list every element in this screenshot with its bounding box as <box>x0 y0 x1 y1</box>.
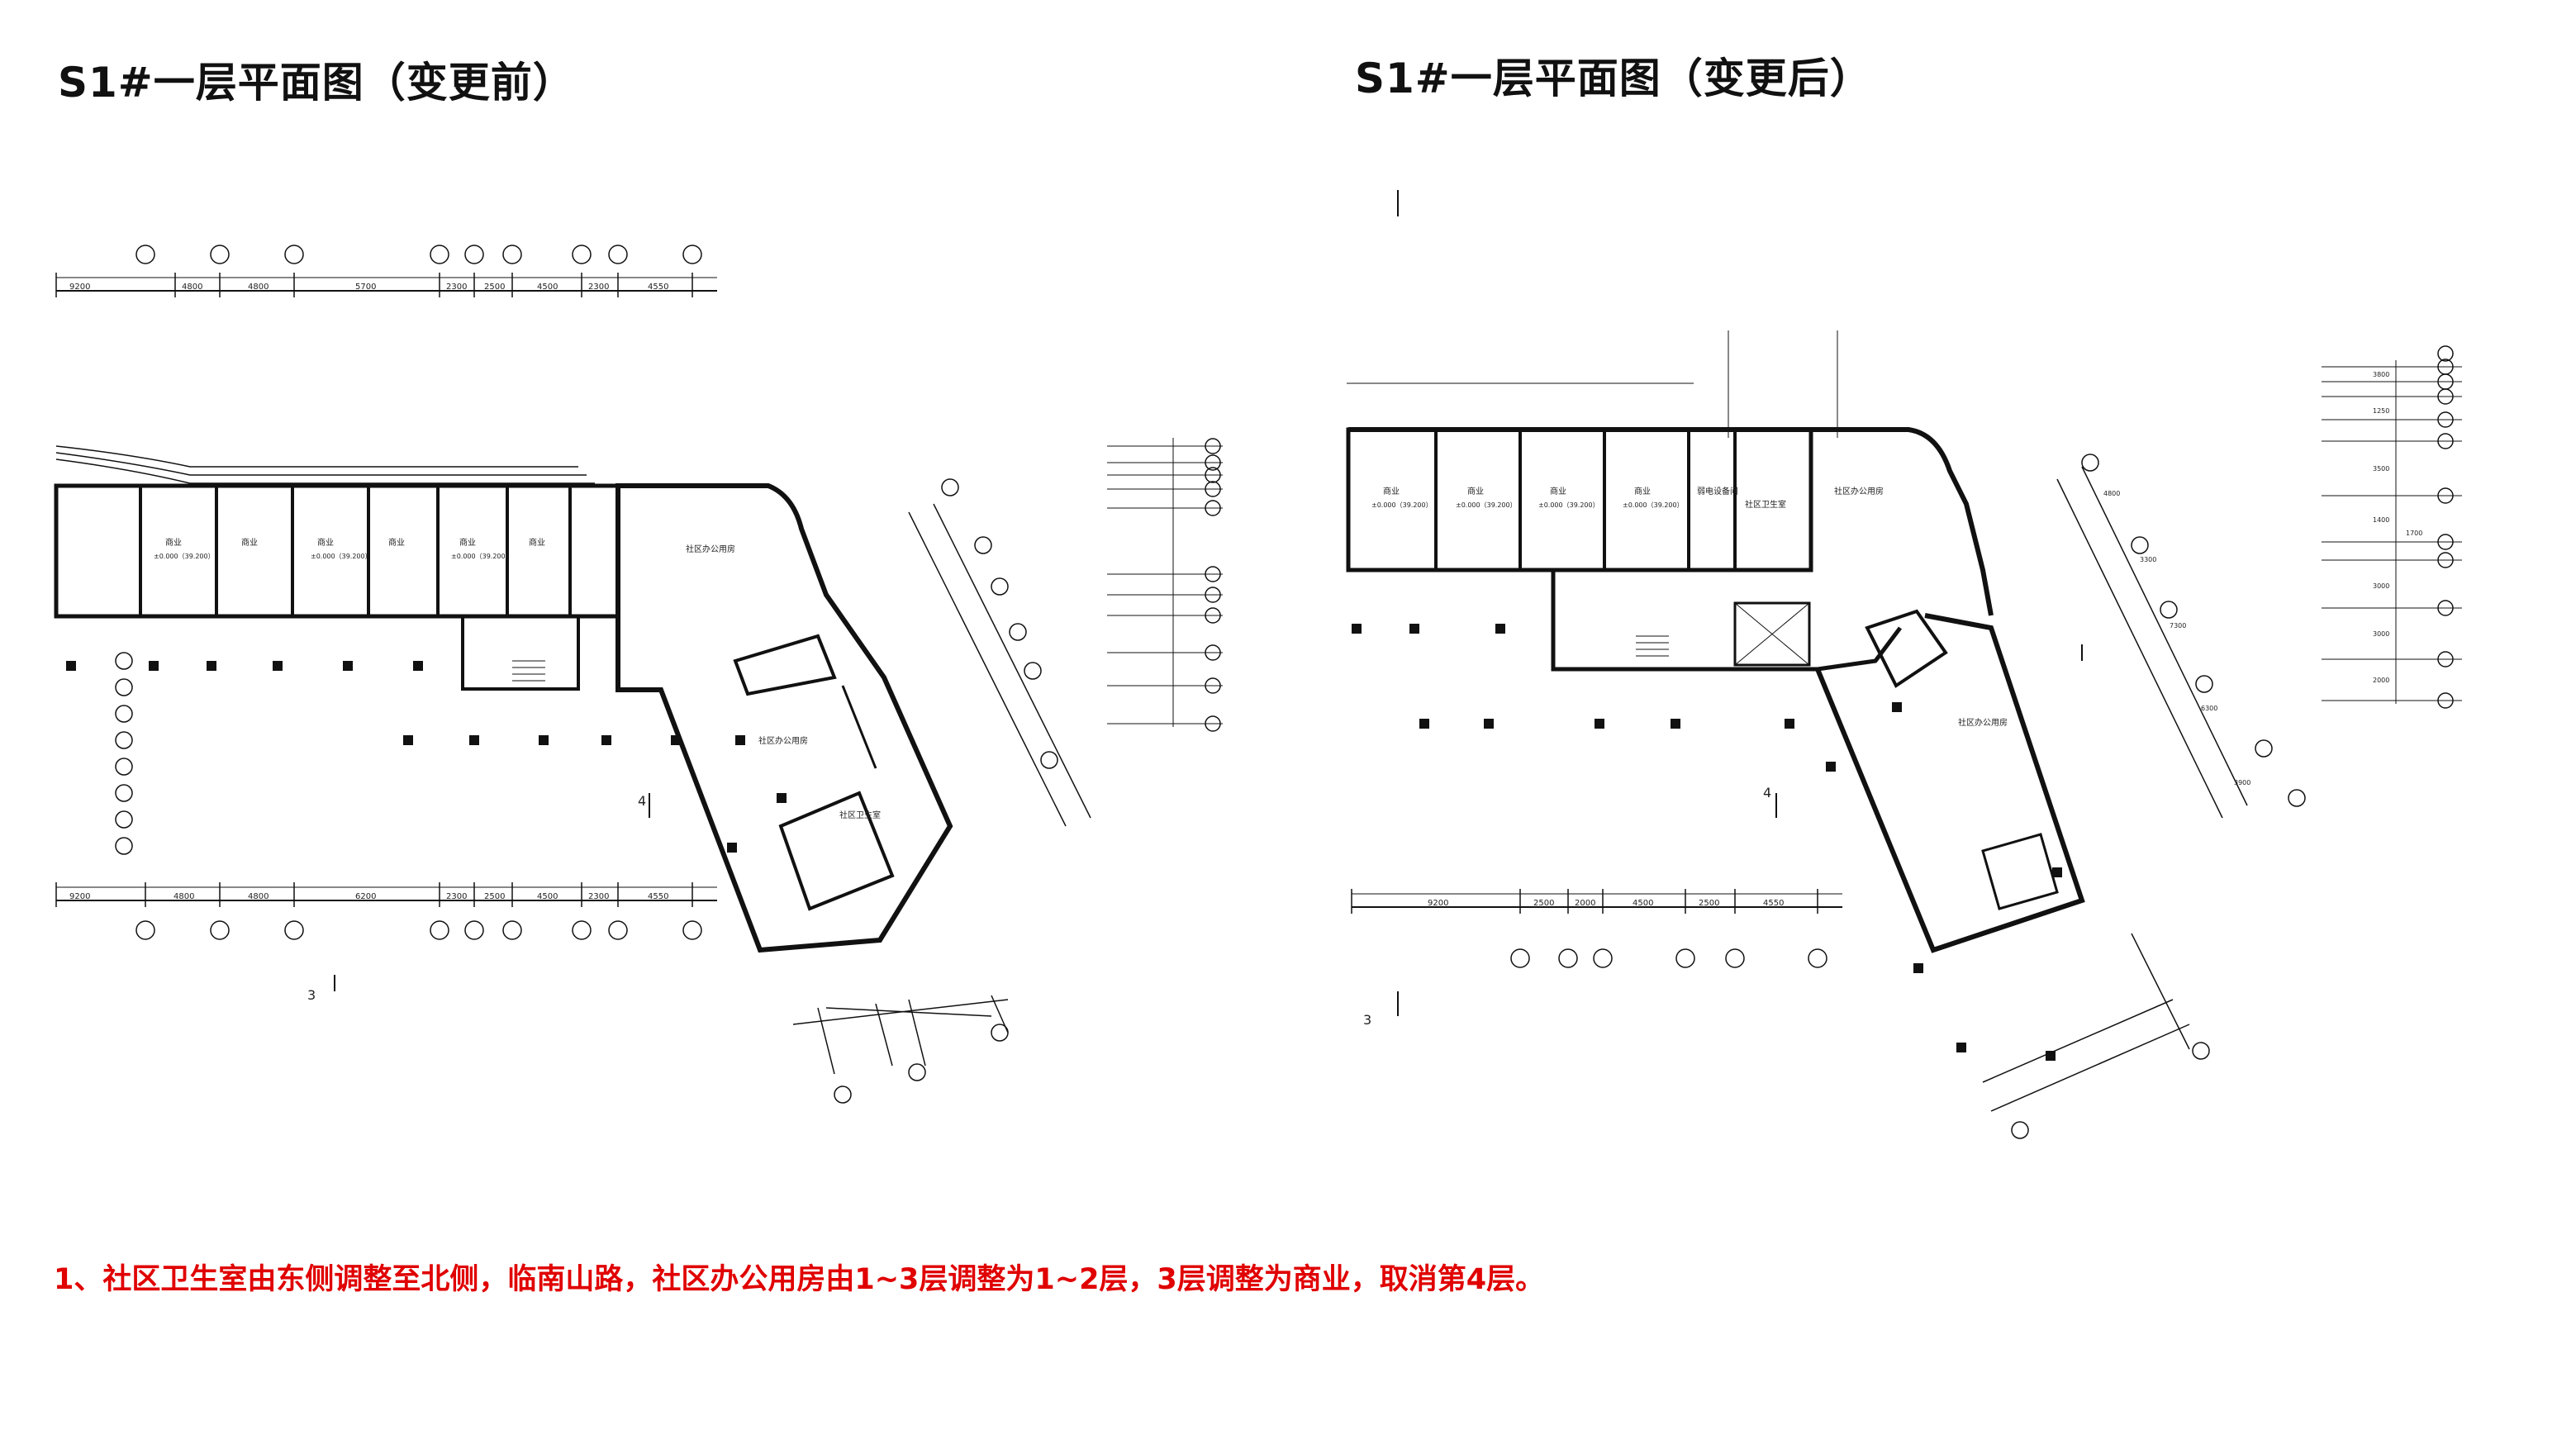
change-note: 1、社区卫生室由东侧调整至北侧，临南山路，社区办公用房由1~3层调整为1~2层，… <box>54 1263 1545 1296</box>
after-dim-right-6: 3000 <box>2373 582 2389 590</box>
before-dim-bottom-6: 2500 <box>484 892 505 901</box>
floor-plan-before <box>54 245 1223 1104</box>
after-dim-diag-5: 3900 <box>2234 779 2250 786</box>
after-room-shop-1: 商业 <box>1383 486 1400 496</box>
before-room-elev-2: ±0.000（39.200） <box>311 553 372 560</box>
before-dim-top-4: 5700 <box>355 283 376 292</box>
after-dim-right-1: 3800 <box>2373 371 2389 378</box>
after-room-elev-3: ±0.000（39.200） <box>1538 501 1599 509</box>
before-room-shop-4: 商业 <box>388 537 405 548</box>
plan-title-after: S1#一层平面图（变更后） <box>1355 55 1872 102</box>
before-dim-top-5: 2300 <box>446 283 467 292</box>
before-dim-top-6: 2500 <box>484 283 505 292</box>
after-room-office-top: 社区办公用房 <box>1834 486 1884 496</box>
before-dim-top-7: 4500 <box>537 283 558 292</box>
before-dim-top-9: 4550 <box>648 283 668 292</box>
after-section-4: 4 <box>1763 785 1771 801</box>
after-dim-bottom-6: 4550 <box>1763 899 1784 908</box>
before-room-office-mid: 社区办公用房 <box>758 735 808 746</box>
before-dim-top-3: 4800 <box>248 283 269 292</box>
after-dim-diag-2: 3300 <box>2140 556 2156 563</box>
before-room-shop-3: 商业 <box>317 537 334 548</box>
before-dim-bottom-3: 4800 <box>248 892 269 901</box>
before-room-elev-3: ±0.000（39.200） <box>451 553 512 560</box>
after-dim-right-8: 2000 <box>2373 677 2389 684</box>
after-dim-diag-4: 6300 <box>2201 705 2217 712</box>
after-room-shop-3: 商业 <box>1550 486 1566 496</box>
after-dim-bottom-5: 2500 <box>1699 899 1719 908</box>
after-dim-bottom-3: 2000 <box>1575 899 1595 908</box>
before-room-shop-6: 商业 <box>529 537 545 548</box>
before-room-clinic: 社区卫生室 <box>839 810 881 820</box>
before-room-shop-2: 商业 <box>241 537 258 548</box>
before-room-shop-1: 商业 <box>165 537 182 548</box>
after-dim-bottom-1: 9200 <box>1428 899 1448 908</box>
before-dim-bottom-5: 2300 <box>446 892 467 901</box>
after-room-office-mid: 社区办公用房 <box>1958 717 2008 728</box>
after-room-elev-4: ±0.000（39.200） <box>1623 501 1684 509</box>
floor-plan-after <box>1346 190 2462 1139</box>
before-dim-top-1: 9200 <box>69 283 90 292</box>
before-dim-bottom-4: 6200 <box>355 892 376 901</box>
after-section-3: 3 <box>1363 1012 1371 1028</box>
before-dim-bottom-1: 9200 <box>69 892 90 901</box>
before-dim-top-2: 4800 <box>182 283 202 292</box>
before-section-3: 3 <box>307 987 316 1003</box>
after-dim-right-7: 3000 <box>2373 630 2389 638</box>
before-dim-bottom-9: 4550 <box>648 892 668 901</box>
after-room-clinic: 社区卫生室 <box>1745 499 1786 510</box>
after-dim-right-2: 1250 <box>2373 407 2389 415</box>
before-dim-top-8: 2300 <box>588 283 609 292</box>
after-dim-bottom-4: 4500 <box>1633 899 1653 908</box>
after-dim-bottom-2: 2500 <box>1533 899 1554 908</box>
before-dim-bottom-7: 4500 <box>537 892 558 901</box>
before-room-shop-5: 商业 <box>459 537 476 548</box>
after-dim-diag-3: 7300 <box>2170 622 2186 629</box>
after-dim-right-4: 1400 <box>2373 516 2389 524</box>
after-dim-diag-1: 4800 <box>2103 490 2120 497</box>
before-room-elev-1: ±0.000（39.200） <box>154 553 215 560</box>
before-dim-bottom-2: 4800 <box>173 892 194 901</box>
before-room-office-top: 社区办公用房 <box>686 544 735 554</box>
after-dim-right-5: 1700 <box>2406 530 2422 537</box>
before-section-4: 4 <box>638 793 646 809</box>
before-dim-bottom-8: 2300 <box>588 892 609 901</box>
after-room-elev-2: ±0.000（39.200） <box>1456 501 1517 509</box>
after-room-cable: 弱电设备间 <box>1697 486 1738 496</box>
after-room-elev-1: ±0.000（39.200） <box>1371 501 1433 509</box>
after-room-shop-4: 商业 <box>1634 486 1651 496</box>
after-dim-right-3: 3500 <box>2373 465 2389 473</box>
plan-title-before: S1#一层平面图（变更前） <box>58 59 575 107</box>
after-room-shop-2: 商业 <box>1467 486 1484 496</box>
